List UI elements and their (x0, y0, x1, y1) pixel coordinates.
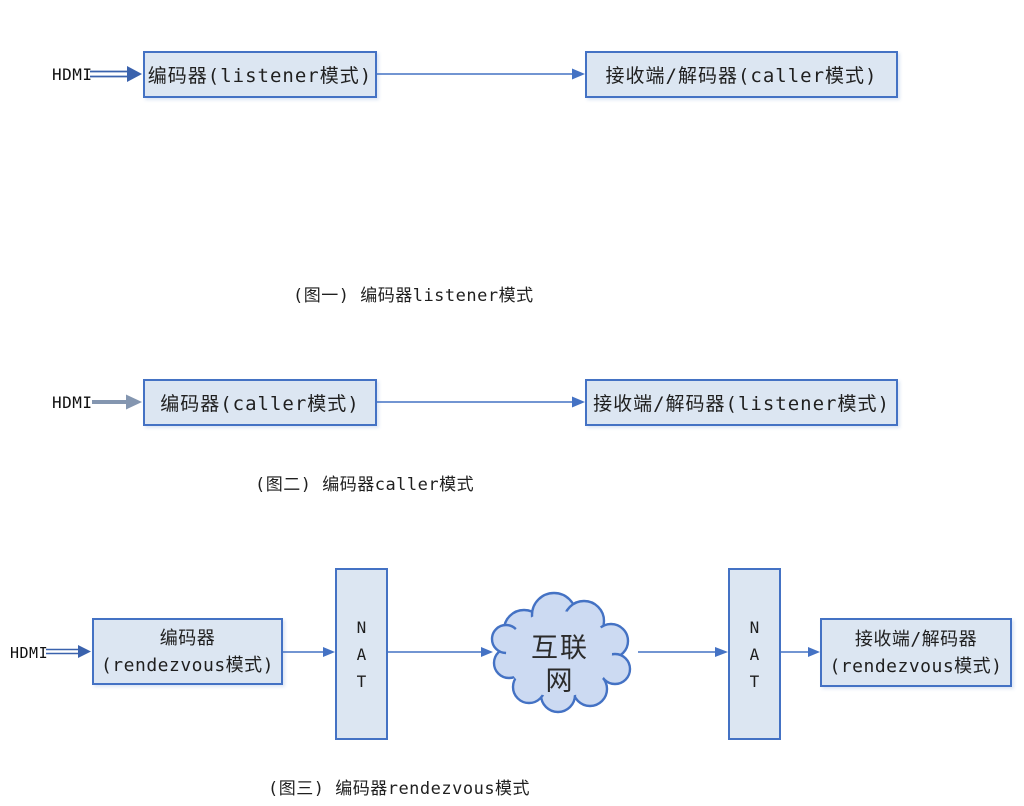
fig3-arrow-nat-receiver (781, 647, 820, 657)
fig3-cloud-label-line2: 网 (546, 666, 575, 697)
fig3-hdmi-arrow (46, 645, 91, 658)
fig1-hdmi-arrow (90, 66, 142, 82)
fig1-receiver-box: 接收端/解码器(caller模式) (585, 51, 898, 98)
fig3-arrow-encoder-nat (283, 647, 335, 657)
fig3-cloud-label-line1: 互联 (531, 633, 589, 664)
fig3-arrow-nat-cloud (388, 647, 493, 657)
fig3-nat-right-letter-a: A (749, 644, 760, 664)
fig3-encoder-box: 编码器 (rendezvous模式) (92, 618, 283, 685)
fig3-arrow-cloud-nat (638, 647, 728, 657)
fig1-encoder-label: 编码器(listener模式) (147, 65, 373, 87)
fig2-hdmi-label: HDMI (52, 393, 93, 412)
fig3-nat-left-letter-a: A (356, 644, 367, 664)
cloud-body (506, 611, 612, 697)
fig1-flow-arrow (377, 68, 585, 80)
fig2-encoder-label: 编码器(caller模式) (160, 393, 360, 415)
fig2-hdmi-arrow (92, 394, 142, 410)
fig3-nat-left-letter-n: N (356, 617, 367, 637)
fig3-encoder-label-line2: (rendezvous模式) (100, 654, 275, 676)
fig3-receiver-box: 接收端/解码器 (rendezvous模式) (820, 618, 1012, 687)
fig3-hdmi-label: HDMI (10, 644, 49, 662)
fig3-nat-right-box: N A T (728, 568, 781, 740)
fig2-receiver-box: 接收端/解码器(listener模式) (585, 379, 898, 426)
fig2-encoder-box: 编码器(caller模式) (143, 379, 377, 426)
fig3-nat-left-box: N A T (335, 568, 388, 740)
fig2-caption: (图二) 编码器caller模式 (255, 475, 475, 495)
fig3-receiver-label-line1: 接收端/解码器 (854, 628, 978, 650)
fig2-receiver-label: 接收端/解码器(listener模式) (593, 393, 890, 415)
fig3-encoder-label-line1: 编码器 (159, 627, 216, 649)
fig1-receiver-label: 接收端/解码器(caller模式) (605, 65, 878, 87)
fig2-flow-arrow (377, 396, 585, 408)
fig3-nat-left-letter-t: T (356, 671, 367, 691)
fig1-hdmi-label: HDMI (52, 65, 93, 84)
fig1-caption: (图一) 编码器listener模式 (293, 286, 534, 306)
fig3-receiver-label-line2: (rendezvous模式) (829, 655, 1003, 677)
fig3-nat-right-letter-t: T (749, 671, 760, 691)
fig1-encoder-box: 编码器(listener模式) (143, 51, 377, 98)
fig3-internet-cloud: 互联 网 (490, 591, 632, 714)
fig3-nat-right-letter-n: N (749, 617, 760, 637)
fig3-caption: (图三) 编码器rendezvous模式 (268, 779, 531, 799)
